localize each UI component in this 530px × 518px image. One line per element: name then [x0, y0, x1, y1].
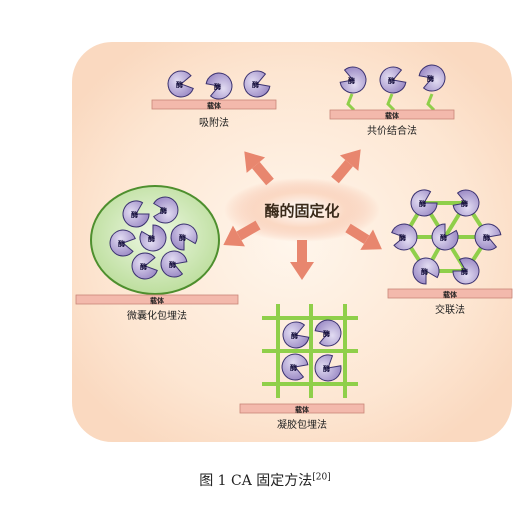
gel-mesh [262, 304, 358, 398]
arrow-to-covalent [331, 149, 361, 184]
figure-caption: 图 1 CA 固定方法[20] [0, 470, 530, 490]
carrier-bar [387, 288, 513, 299]
enzyme-icon: 酶 [312, 315, 346, 350]
svg-text:酶: 酶 [140, 262, 147, 271]
svg-text:酶: 酶 [388, 76, 395, 85]
method-label-microcapsule: 微囊化包埋法 [127, 309, 187, 322]
enzyme-icon: 酶 [449, 253, 485, 290]
enzyme-icon: 酶 [407, 252, 444, 288]
adsorption-method: 酶 酶 酶 载体 吸附法 [151, 67, 277, 129]
svg-text:酶: 酶 [148, 234, 155, 243]
svg-text:酶: 酶 [419, 199, 426, 208]
method-label-adsorption: 吸附法 [199, 116, 229, 129]
enzyme-icon: 酶 [426, 220, 463, 256]
svg-text:酶: 酶 [461, 267, 468, 276]
enzyme-icon: 酶 [165, 68, 195, 100]
enzyme-icon: 酶 [450, 186, 484, 221]
svg-text:载体: 载体 [443, 290, 458, 299]
svg-text:酶: 酶 [440, 233, 447, 242]
arrows [223, 149, 382, 280]
enzyme-icon: 酶 [107, 227, 137, 259]
svg-text:酶: 酶 [427, 74, 434, 83]
enzyme-icon: 酶 [153, 196, 179, 224]
svg-text:酶: 酶 [169, 260, 176, 269]
center-glow [224, 178, 380, 242]
center-label: 酶的固定化 [264, 202, 339, 220]
crosslink-method: 酶 酶 酶 酶 酶 酶 酶 载体 交联法 [387, 185, 513, 316]
svg-text:酶: 酶 [461, 199, 468, 208]
enzyme-icon: 酶 [129, 250, 159, 282]
enzyme-icon: 酶 [165, 218, 202, 254]
enzyme-icon: 酶 [416, 60, 450, 95]
svg-text:酶: 酶 [131, 210, 138, 219]
microcapsule-method: 酶 酶 酶 酶 酶 酶 酶 载体 微囊化包埋法 [75, 185, 239, 322]
enzyme-icon: 酶 [337, 63, 371, 98]
enzyme-icon: 酶 [278, 318, 312, 353]
svg-text:载体: 载体 [207, 101, 222, 110]
background-panel [72, 42, 512, 442]
arrow-to-adsorption [244, 151, 274, 186]
enzyme-icon: 酶 [117, 196, 153, 233]
method-label-gel: 凝胶包埋法 [277, 418, 327, 431]
carrier-bar [151, 99, 277, 110]
carrier-bar [239, 403, 365, 414]
svg-text:酶: 酶 [323, 364, 330, 373]
svg-text:酶: 酶 [323, 329, 330, 338]
covalent-method: 酶 酶 酶 载体 共价结合法 [329, 60, 455, 137]
enzyme-icon: 酶 [156, 246, 190, 281]
svg-text:酶: 酶 [483, 233, 490, 242]
gel-method: 酶 酶 酶 酶 载体 凝胶包埋法 [239, 304, 365, 431]
arrow-to-gel [290, 240, 314, 280]
linkers [346, 93, 436, 112]
arrow-to-crosslink [345, 223, 382, 250]
carrier-bar [329, 109, 455, 120]
enzyme-icon: 酶 [375, 63, 409, 98]
svg-text:酶: 酶 [291, 331, 298, 340]
svg-text:酶: 酶 [290, 363, 297, 372]
svg-text:酶: 酶 [421, 267, 428, 276]
enzyme-icon: 酶 [309, 350, 346, 387]
enzyme-icon: 酶 [405, 185, 441, 222]
caption-text: 图 1 CA 固定方法 [199, 473, 313, 489]
svg-text:酶: 酶 [252, 80, 259, 89]
svg-text:酶: 酶 [399, 233, 406, 242]
svg-text:载体: 载体 [295, 405, 310, 414]
svg-text:酶: 酶 [160, 206, 167, 215]
svg-text:载体: 载体 [150, 296, 165, 305]
svg-text:载体: 载体 [385, 111, 400, 120]
enzyme-icon: 酶 [135, 221, 172, 257]
enzyme-icon: 酶 [277, 349, 311, 384]
svg-text:酶: 酶 [348, 76, 355, 85]
method-label-crosslink: 交联法 [435, 303, 465, 316]
method-label-covalent: 共价结合法 [367, 124, 417, 137]
enzyme-icon: 酶 [203, 68, 237, 103]
svg-text:酶: 酶 [118, 239, 125, 248]
enzyme-icon: 酶 [390, 221, 420, 253]
carrier-bar [75, 294, 239, 305]
caption-reference: [20] [312, 472, 331, 483]
svg-text:酶: 酶 [214, 82, 221, 91]
arrow-to-microcapsule [223, 220, 261, 247]
svg-text:酶: 酶 [176, 80, 183, 89]
svg-text:酶: 酶 [179, 233, 186, 242]
enzyme-icon: 酶 [239, 67, 273, 102]
enzyme-icon: 酶 [470, 219, 504, 254]
